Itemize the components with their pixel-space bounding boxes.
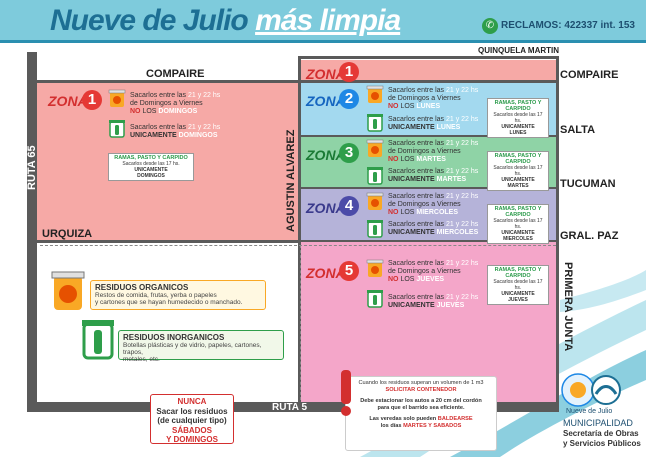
zone-5-ramas-box: RAMAS, PASTO Y CARPIDO Sacarlos desde la… xyxy=(487,265,549,305)
inorganic-bin-icon xyxy=(367,167,383,185)
inorganic-bin-icon xyxy=(367,290,383,308)
street-tucuman xyxy=(300,187,558,189)
inorganic-bin-icon xyxy=(367,114,383,132)
exclamation-dot xyxy=(341,406,351,416)
nunca-line5: Y DOMINGOS xyxy=(166,435,218,444)
organic-bin-icon xyxy=(108,89,126,107)
municipal-dept2: y Servicios Públicos xyxy=(563,439,641,448)
header-bar xyxy=(0,0,646,40)
notice-p3: Las veredas solo pueden BALDEARSE xyxy=(369,416,473,422)
organic-bin-icon xyxy=(366,85,384,103)
legend-inorganic-title: RESIDUOS INORGANICOS xyxy=(123,333,225,342)
exclamation-icon xyxy=(341,370,351,404)
organic-bin-icon xyxy=(366,192,384,210)
street-dashed xyxy=(40,245,556,246)
zone-2-badge: 2 xyxy=(339,89,359,109)
zone-1-inorganic-text: Sacarlos entre las 21 y 22 hs UNICAMENTE… xyxy=(130,124,221,139)
inorganic-bin-icon xyxy=(109,120,125,138)
municipal-dept1: Secretaría de Obras xyxy=(563,429,639,438)
label-ruta65: RUTA 65 xyxy=(26,145,38,190)
zone-1-organic-text: Sacarlos entre las 21 y 22 hs de Domingo… xyxy=(130,92,221,115)
zone-4-inorganic-text: Sacarlos entre las 21 y 22 hs UNICAMENTE… xyxy=(388,221,479,236)
street-compaire xyxy=(27,80,559,83)
zone-3-badge: 3 xyxy=(339,143,359,163)
zone-5-inorganic-text: Sacarlos entre las 21 y 22 hs UNICAMENTE… xyxy=(388,294,479,309)
street-gralpaz xyxy=(300,240,558,242)
zone-4-ramas-box: RAMAS, PASTO Y CARPIDO Sacarlos desde la… xyxy=(487,204,549,244)
organic-bin-icon xyxy=(366,139,384,157)
municipal-name: MUNICIPALIDAD xyxy=(563,418,633,428)
header-title: Nueve de Julio más limpia xyxy=(50,4,401,38)
title-part1: Nueve de Julio xyxy=(50,4,249,37)
header-stripe xyxy=(0,40,646,43)
street-agustin xyxy=(298,56,301,404)
legend-inorganic-box: RESIDUOS INORGANICOS Botellas plásticas … xyxy=(118,330,284,363)
zone-4-organic-text: Sacarlos entre las 21 y 22 hs de Domingo… xyxy=(388,193,479,216)
zone-1-ramas-box: RAMAS, PASTO Y CARPIDO Sacarlos desde la… xyxy=(108,153,194,181)
street-quinquela xyxy=(300,56,558,59)
nunca-box: NUNCA Sacar los residuos (de cualquier t… xyxy=(150,394,234,444)
label-primera-junta: PRIMERA JUNTA xyxy=(562,262,574,352)
street-salta xyxy=(300,135,558,137)
notice-p1a: Cuando los residuos superan un volumen d… xyxy=(358,380,484,386)
title-part2: más limpia xyxy=(255,4,401,37)
inorganic-bin-large-icon xyxy=(82,320,114,360)
zone-1-right-label: ZONA xyxy=(306,66,346,82)
logo-caption: Nueve de Julio xyxy=(566,408,613,415)
street-ruta5 xyxy=(27,402,559,412)
reclamos-text: RECLAMOS: 422337 int. 153 xyxy=(501,20,635,31)
zone-1-badge: 1 xyxy=(82,90,102,110)
zone-1-top-strip xyxy=(300,60,558,82)
zone-1-label: ZONA xyxy=(48,93,88,109)
legend-inorganic-text2: metales, etc. xyxy=(123,356,160,363)
zone-2-ramas-box: RAMAS, PASTO Y CARPIDO Sacarlos desde la… xyxy=(487,98,549,138)
inorganic-bin-icon xyxy=(367,220,383,238)
notice-box: Cuando los residuos superan un volumen d… xyxy=(345,376,497,451)
zone-5-badge: 5 xyxy=(339,261,359,281)
street-urquiza xyxy=(37,240,299,243)
label-compaire-right: COMPAIRE xyxy=(560,69,619,81)
label-tucuman: TUCUMAN xyxy=(560,178,616,190)
label-ruta5: RUTA 5 xyxy=(272,402,307,413)
legend-organic-box: RESIDUOS ORGANICOS Restos de comida, fru… xyxy=(90,280,266,310)
legend-organic-title: RESIDUOS ORGANICOS xyxy=(95,283,189,292)
zone-5-label: ZONA xyxy=(306,265,346,281)
nunca-line3: (de cualquier tipo) xyxy=(157,416,227,425)
zone-4-label: ZONA xyxy=(306,200,346,216)
notice-p2b: para que el barrido sea eficiente. xyxy=(377,405,465,411)
organic-bin-large-icon xyxy=(51,271,85,310)
notice-p1b: SOLICITAR CONTENEDOR xyxy=(385,387,457,393)
nunca-line4: SÁBADOS xyxy=(171,425,212,435)
label-gralpaz: GRAL. PAZ xyxy=(560,230,619,242)
zone-2-organic-text: Sacarlos entre las 21 y 22 hs de Domingo… xyxy=(388,87,479,110)
notice-p2a: Debe estacionar los autos a 20 cm del co… xyxy=(360,398,482,404)
nunca-line1: NUNCA xyxy=(177,397,207,406)
legend-organic-text2: y cartones que se hayan humedecido o man… xyxy=(95,299,243,306)
zone-3-ramas-box: RAMAS, PASTO Y CARPIDO Sacarlos desde la… xyxy=(487,151,549,191)
street-right-edge xyxy=(556,56,559,404)
zone-3-label: ZONA xyxy=(306,147,346,163)
label-urquiza: URQUIZA xyxy=(42,228,93,240)
phone-icon: ✆ xyxy=(482,18,498,34)
organic-bin-icon xyxy=(366,259,384,277)
zone-2-label: ZONA xyxy=(306,93,346,109)
notice-p3-2: los días MARTES Y SABADOS xyxy=(380,423,462,429)
zone-3-inorganic-text: Sacarlos entre las 21 y 22 hs UNICAMENTE… xyxy=(388,168,479,183)
street-dashed-v xyxy=(300,245,301,400)
label-quinquela: QUINQUELA MARTIN xyxy=(478,46,560,55)
street-ruta65 xyxy=(27,52,37,412)
zone-3-organic-text: Sacarlos entre las 21 y 22 hs de Domingo… xyxy=(388,140,479,163)
label-agustin: AGUSTIN ALVAREZ xyxy=(285,129,297,232)
municipal-logo-icon xyxy=(561,373,621,407)
zone-5-organic-text: Sacarlos entre las 21 y 22 hs de Domingo… xyxy=(388,260,479,283)
zone-1-right-badge: 1 xyxy=(339,62,359,82)
zone-2-inorganic-text: Sacarlos entre las 21 y 22 hs UNICAMENTE… xyxy=(388,116,479,131)
nunca-line2: Sacar los residuos xyxy=(156,406,228,416)
label-salta: SALTA xyxy=(560,124,596,136)
legend-inorganic-text1: Botellas plásticas y de vidrio, papeles,… xyxy=(123,342,262,356)
legend-organic-text1: Restos de comida, frutas, yerba o papele… xyxy=(95,292,217,299)
label-compaire-left: COMPAIRE xyxy=(146,68,205,80)
legend-area xyxy=(37,244,299,402)
zone-4-badge: 4 xyxy=(339,196,359,216)
